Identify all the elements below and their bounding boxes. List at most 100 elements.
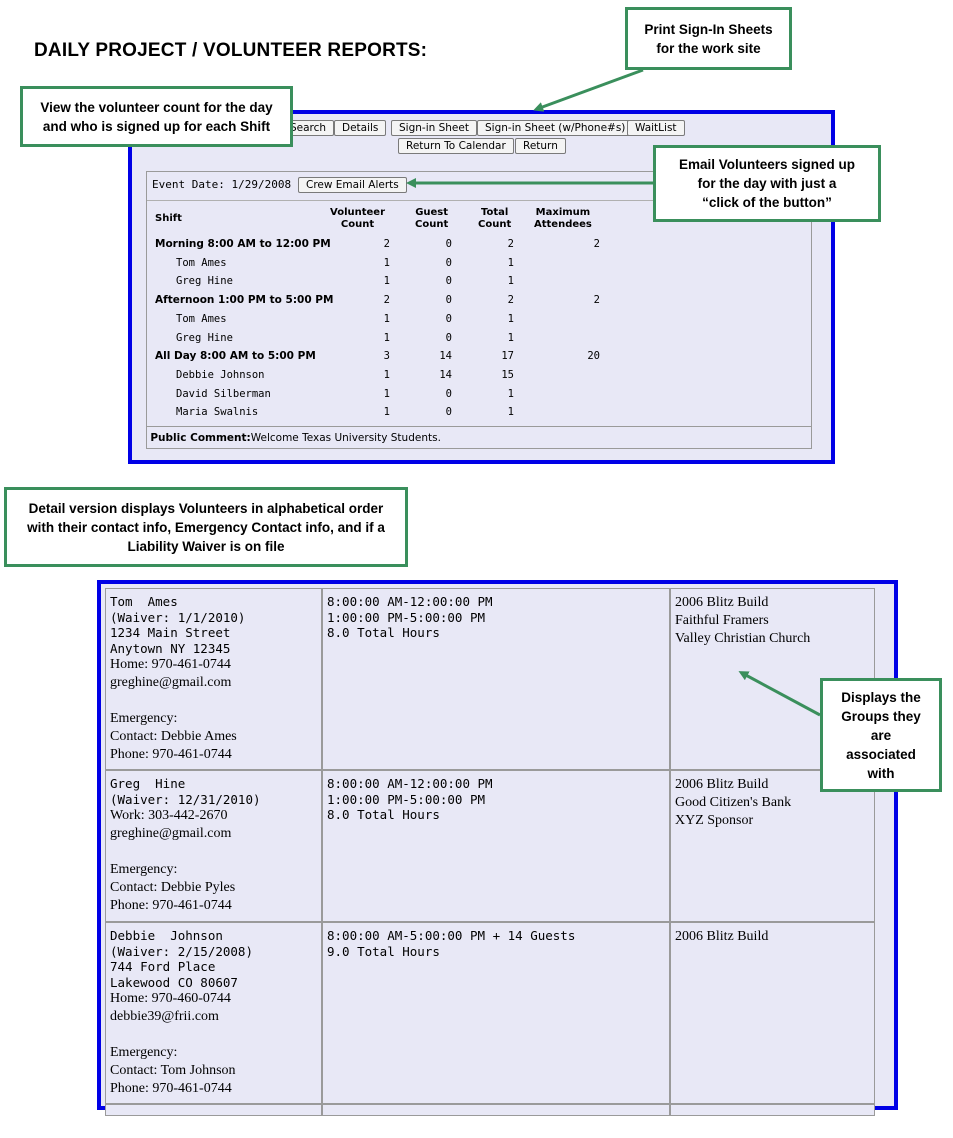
shift-volunteer-row: Greg Hine 1 0 1	[147, 272, 811, 291]
emergency-contact: Contact: Tom Johnson	[110, 1063, 236, 1078]
shift-max-count: 20	[587, 350, 600, 363]
volunteer-address-line2: Anytown NY 12345	[110, 640, 231, 656]
volunteer-phone: Home: 970-461-0744	[110, 657, 231, 672]
volunteer-detail-panel: Tom Ames(Waiver: 1/1/2010)1234 Main Stre…	[97, 580, 898, 1116]
details-button[interactable]: Details	[334, 120, 387, 136]
shift-line: 8:00:00 AM-12:00:00 PM	[327, 594, 493, 609]
shift-total-count: 15	[501, 368, 514, 381]
group-name: 2006 Blitz Build	[675, 929, 769, 944]
shift-guest-count: 0	[445, 238, 452, 250]
public-comment-label: Public Comment:	[150, 432, 251, 444]
volunteer-phone: Home: 970-460-0744	[110, 991, 231, 1006]
spacer	[110, 692, 317, 710]
page-title: DAILY PROJECT / VOLUNTEER REPORTS:	[34, 40, 428, 61]
volunteer-row-partial	[322, 1104, 670, 1116]
emergency-contact: Contact: Debbie Pyles	[110, 880, 236, 895]
return-button[interactable]: Return	[515, 138, 566, 154]
shift-name: Maria Swalnis	[176, 406, 259, 419]
header-maximum-attendees: Maximum Attendees	[534, 207, 592, 230]
volunteer-name: Debbie Johnson	[110, 928, 223, 943]
shift-total-count: 2	[507, 238, 514, 250]
emergency-label: Emergency:	[110, 862, 178, 877]
shift-total-count: 1	[507, 312, 514, 325]
volunteer-address-line2: Lakewood CO 80607	[110, 974, 238, 990]
event-date: Event Date: 1/29/2008	[152, 178, 292, 191]
signin-sheet-phone-button[interactable]: Sign-in Sheet (w/Phone#s)	[477, 120, 634, 136]
public-comment: Public Comment:Welcome Texas University …	[147, 426, 811, 449]
shift-name: Debbie Johnson	[176, 368, 265, 381]
spacer	[110, 843, 317, 861]
shift-volunteer-row: Tom Ames 1 0 1	[147, 310, 811, 329]
volunteer-address-line1: 1234 Main Street	[110, 625, 231, 640]
shift-guest-count: 0	[445, 387, 452, 400]
shift-max-count: 2	[593, 294, 600, 307]
return-to-calendar-button[interactable]: Return To Calendar	[398, 138, 514, 154]
emergency-contact: Contact: Debbie Ames	[110, 729, 237, 744]
shift-guest-count: 0	[445, 294, 452, 307]
shift-volunteer-row: Tom Ames 1 0 1	[147, 254, 811, 273]
shift-vol-count: 1	[383, 406, 390, 419]
volunteer-phone: Work: 303-442-2670	[110, 808, 228, 823]
waitlist-button[interactable]: WaitList	[627, 120, 685, 136]
shift-vol-count: 1	[383, 312, 390, 325]
shift-total-count: 1	[507, 256, 514, 269]
volunteer-waiver: (Waiver: 12/31/2010)	[110, 791, 261, 807]
shift-vol-count: 2	[383, 238, 390, 250]
shift-total-count: 1	[507, 275, 514, 288]
shift-name: Morning 8:00 AM to 12:00 PM	[155, 238, 331, 250]
shift-line: 8:00:00 AM-5:00:00 PM + 14 Guests	[327, 928, 576, 943]
shift-guest-count: 14	[439, 350, 452, 363]
shift-vol-count: 1	[383, 256, 390, 269]
shift-name: Tom Ames	[176, 256, 227, 269]
volunteer-waiver: (Waiver: 2/15/2008)	[110, 943, 253, 959]
shift-guest-count: 0	[445, 256, 452, 269]
group-name: Good Citizen's Bank	[675, 795, 792, 810]
crew-email-alerts-button[interactable]: Crew Email Alerts	[298, 177, 407, 193]
volunteer-groups-cell: 2006 Blitz Build	[670, 922, 875, 1104]
shift-table: Shift Volunteer Count Guest Count Total …	[147, 200, 811, 418]
shift-guest-count: 0	[445, 312, 452, 325]
signin-sheet-button[interactable]: Sign-in Sheet	[391, 120, 477, 136]
emergency-label: Emergency:	[110, 1045, 178, 1060]
shift-total-count: 17	[501, 350, 514, 363]
group-name: 2006 Blitz Build	[675, 595, 769, 610]
group-name: Valley Christian Church	[675, 631, 811, 646]
group-name: Faithful Framers	[675, 613, 769, 628]
shift-name: Tom Ames	[176, 312, 227, 325]
volunteer-row-partial	[105, 1104, 322, 1116]
shift-line: 1:00:00 PM-5:00:00 PM	[327, 791, 486, 807]
shift-total-count: 2	[507, 294, 514, 307]
shift-total-count: 1	[507, 387, 514, 400]
search-button[interactable]: Search	[282, 120, 335, 136]
shift-guest-count: 14	[439, 368, 452, 381]
arrow-print-signin	[533, 68, 644, 112]
shift-line: 8.0 Total Hours	[327, 625, 440, 640]
emergency-label: Emergency:	[110, 711, 178, 726]
shift-name: Greg Hine	[176, 275, 233, 288]
callout-detail-version: Detail version displays Volunteers in al…	[4, 487, 408, 567]
group-name: 2006 Blitz Build	[675, 777, 769, 792]
volunteer-email: greghine@gmail.com	[110, 826, 232, 841]
shift-vol-count: 1	[383, 275, 390, 288]
shift-vol-count: 2	[383, 294, 390, 307]
header-total-count: Total Count	[478, 207, 512, 230]
shift-name: Greg Hine	[176, 331, 233, 344]
callout-groups: Displays the Groups they are associated …	[820, 678, 942, 792]
volunteer-address-line1: 744 Ford Place	[110, 959, 216, 974]
emergency-phone: Phone: 970-461-0744	[110, 1081, 232, 1096]
shift-line: 8.0 Total Hours	[327, 807, 440, 822]
callout-view-count: View the volunteer count for the day and…	[20, 86, 293, 147]
shift-total-count: 1	[507, 406, 514, 419]
emergency-phone: Phone: 970-461-0744	[110, 898, 232, 913]
group-name: XYZ Sponsor	[675, 813, 754, 828]
shift-guest-count: 0	[445, 275, 452, 288]
shift-line: 1:00:00 PM-5:00:00 PM	[327, 609, 486, 625]
callout-print-signin: Print Sign-In Sheets for the work site	[625, 7, 792, 70]
